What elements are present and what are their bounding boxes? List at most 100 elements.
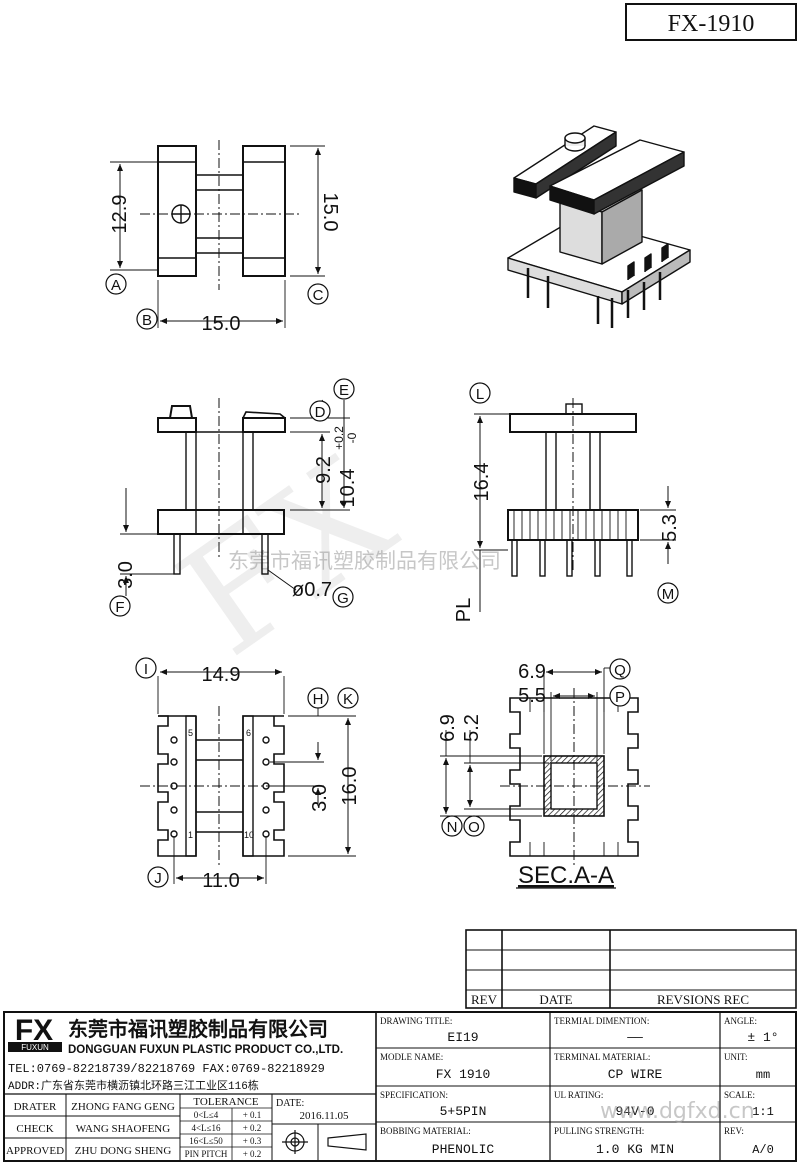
terminal-dimension-value: —— — [626, 1030, 643, 1045]
svg-text:A: A — [111, 277, 121, 294]
svg-text:C: C — [313, 287, 324, 304]
svg-text:P: P — [615, 689, 625, 706]
balloon-F: F — [109, 595, 131, 617]
balloon-G: G — [332, 586, 354, 608]
drawing-number-box: FX-1910 — [625, 3, 797, 41]
company-tel-fax: TEL:0769-82218739/82218769 FAX:0769-8221… — [8, 1062, 325, 1076]
pin-number-1: 1 — [188, 830, 193, 840]
bobbin-material-value: PHENOLIC — [432, 1142, 495, 1157]
pulling-strength-value: 1.0 KG MIN — [596, 1142, 674, 1157]
svg-text:K: K — [343, 691, 353, 708]
company-name-cn: 东莞市福讯塑胶制品有限公司 — [68, 1017, 328, 1041]
dim-15-0-horizontal: 15.0 — [202, 313, 241, 335]
company-name-en: DONGGUAN FUXUN PLASTIC PRODUCT CO.,LTD. — [68, 1044, 343, 1056]
tolerance-value-1: + 0.1 — [243, 1110, 262, 1120]
drater-label: DRATER — [14, 1101, 57, 1113]
scale-value: 1:1 — [752, 1105, 774, 1119]
approved-label: APPROVED — [6, 1145, 64, 1157]
approved-name: ZHU DONG SHENG — [75, 1145, 172, 1157]
date-label: DATE: — [276, 1098, 304, 1109]
bobbin-material-label: BOBBING MATERIAL: — [380, 1126, 471, 1136]
pin-number-5: 5 — [188, 728, 193, 738]
dim-5-2: 5.2 — [461, 714, 483, 742]
specification-value: 5+5PIN — [440, 1104, 487, 1119]
tolerance-value-3: + 0.3 — [243, 1136, 262, 1146]
svg-text:N: N — [447, 819, 458, 836]
date-column-header: DATE — [539, 992, 572, 1007]
dim-11-0: 11.0 — [202, 870, 239, 892]
date-value: 2016.11.05 — [299, 1110, 349, 1122]
dim-5-5: 5.5 — [518, 685, 546, 707]
svg-text:J: J — [154, 870, 162, 887]
svg-text:M: M — [662, 586, 675, 603]
check-name: WANG SHAOFENG — [76, 1123, 170, 1135]
balloon-I: I — [135, 657, 157, 679]
tolerance-title: TOLERANCE — [193, 1096, 258, 1108]
terminal-material-value: CP WIRE — [608, 1067, 663, 1082]
balloon-N: N — [441, 815, 463, 837]
label-pl: PL — [453, 598, 475, 622]
company-logo: FX FUXUN — [8, 1014, 62, 1052]
balloon-P: P — [609, 685, 631, 707]
svg-text:E: E — [339, 382, 349, 399]
title-block-grid — [3, 1011, 797, 1162]
angle-label: ANGLE: — [724, 1016, 757, 1026]
balloon-M: M — [657, 582, 679, 604]
balloon-H: H — [307, 687, 329, 709]
dim-10-4-tol-upper: +0.2 — [332, 426, 346, 450]
rev-value: A/0 — [752, 1143, 774, 1157]
tolerance-range-4: PIN PITCH — [185, 1149, 228, 1159]
rev-column-header: REV — [471, 992, 498, 1007]
dim-9-2: 9.2 — [313, 456, 335, 484]
dim-pin-diameter: ø0.7 — [292, 579, 332, 601]
dim-14-9: 14.9 — [202, 664, 241, 686]
bottom-view — [140, 669, 356, 884]
dim-3-0-pin-length: 3.0 — [115, 561, 137, 589]
balloon-O: O — [463, 815, 485, 837]
drater-name: ZHONG FANG GENG — [71, 1101, 175, 1113]
model-name-label: MODLE NAME: — [380, 1052, 443, 1062]
tolerance-value-2: + 0.2 — [243, 1123, 262, 1133]
svg-text:B: B — [142, 312, 152, 329]
tolerance-range-2: 4<L≤16 — [191, 1123, 221, 1133]
svg-text:L: L — [476, 386, 484, 403]
dim-16-0: 16.0 — [339, 767, 361, 806]
ul-rating-label: UL RATING: — [554, 1090, 603, 1100]
drawing-title-label: DRAWING TITLE: — [380, 1016, 452, 1026]
svg-text:FUXUN: FUXUN — [21, 1043, 49, 1052]
drawing-number: FX-1910 — [668, 11, 755, 37]
company-address: ADDR:广东省东莞市横沥镇北环路三江工业区116栋 — [8, 1078, 259, 1093]
front-view — [120, 398, 350, 596]
tolerance-range-1: 0<L≤4 — [194, 1110, 219, 1120]
balloon-C: C — [307, 283, 329, 305]
revision-table — [465, 929, 797, 1009]
isometric-view — [507, 125, 691, 328]
dim-3-0-pitch: 3.0 — [309, 784, 331, 812]
svg-text:FX: FX — [15, 1014, 53, 1047]
pulling-strength-label: PULLING STRENGTH: — [554, 1126, 644, 1136]
side-view — [474, 398, 676, 612]
tolerance-value-4: + 0.2 — [243, 1149, 262, 1159]
dim-15-0-vertical: 15.0 — [319, 193, 341, 232]
terminal-dimension-label: TERMIAL DIMENTION: — [554, 1016, 649, 1026]
projection-symbol-icon — [282, 1130, 367, 1154]
ul-rating-value: 94V-0 — [615, 1104, 654, 1119]
svg-text:H: H — [313, 691, 324, 708]
scale-label: SCALE: — [724, 1090, 755, 1100]
unit-label: UNIT: — [724, 1052, 748, 1062]
balloon-B: B — [136, 308, 158, 330]
section-view — [440, 667, 650, 866]
drawing-title-value: EI19 — [447, 1030, 478, 1045]
unit-value: mm — [756, 1068, 770, 1082]
dim-16-4: 16.4 — [471, 463, 493, 502]
angle-value: ± 1° — [747, 1030, 778, 1045]
svg-text:D: D — [315, 404, 326, 421]
balloon-A: A — [105, 273, 127, 295]
svg-text:G: G — [337, 590, 349, 607]
rev-label: REV: — [724, 1126, 744, 1136]
balloon-D: D — [309, 400, 331, 422]
dim-12-9: 12.9 — [109, 195, 131, 234]
dim-10-4-tol-lower: -0 — [345, 432, 359, 443]
balloon-L: L — [469, 382, 491, 404]
